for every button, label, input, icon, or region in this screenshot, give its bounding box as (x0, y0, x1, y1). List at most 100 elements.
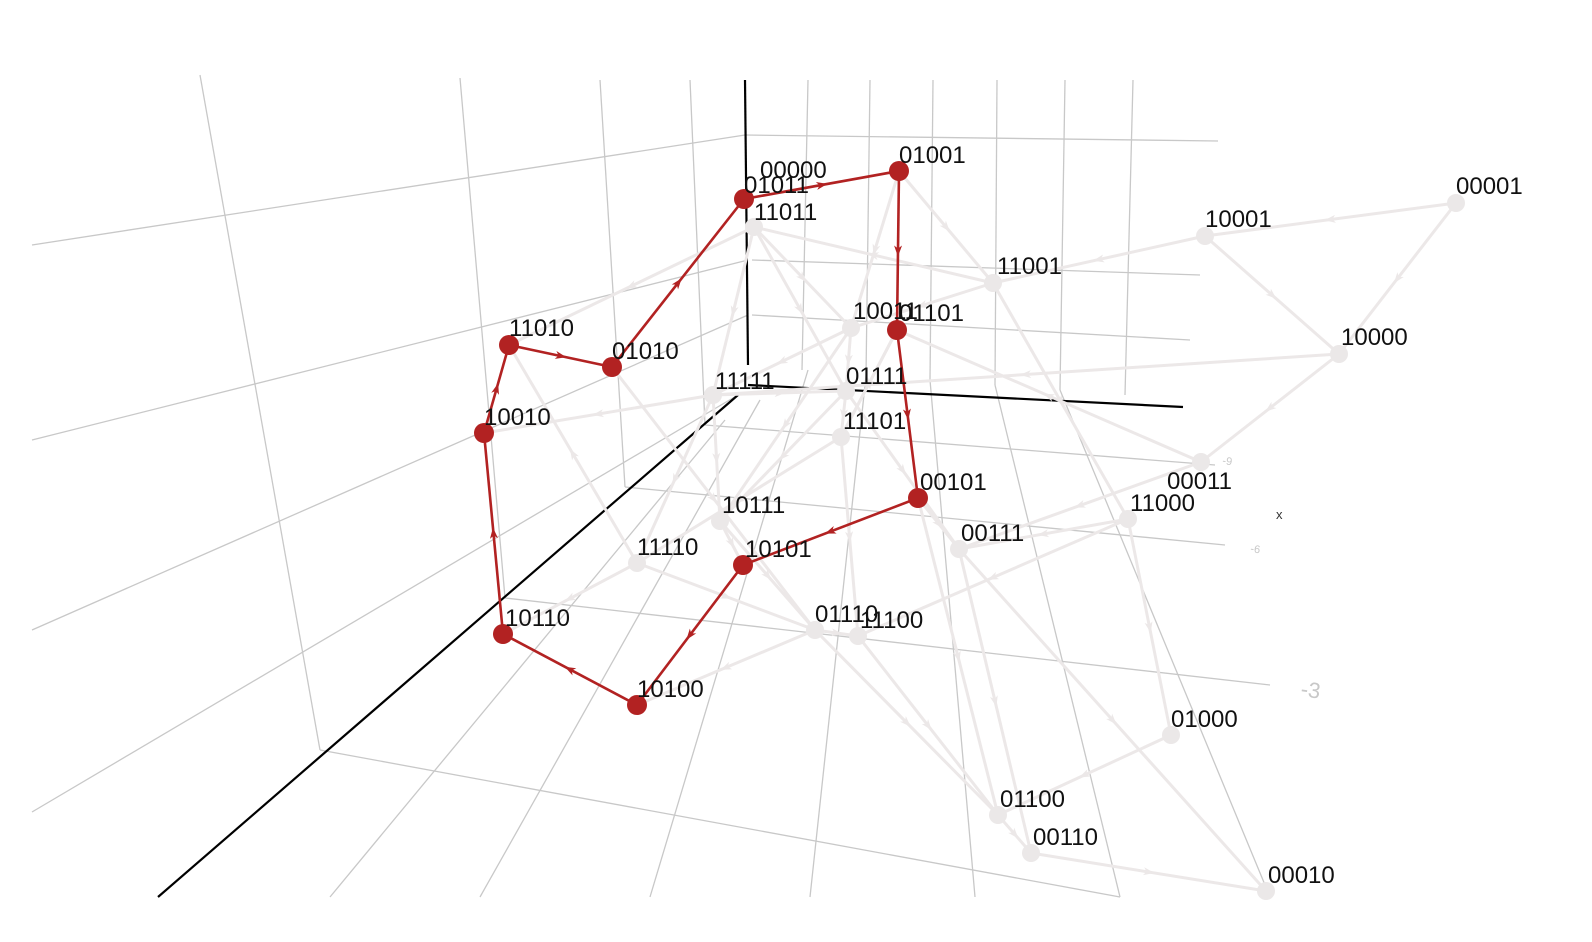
node-label: 01000 (1171, 706, 1238, 733)
node-label: 10001 (1205, 206, 1272, 233)
edge-arrow (564, 592, 577, 602)
grid-line (479, 399, 761, 898)
edge-arrow (1008, 827, 1019, 839)
edge-arrow (592, 409, 605, 418)
edge-arrow (1074, 500, 1087, 508)
path-node (474, 423, 494, 443)
node (745, 218, 763, 236)
grid-line (689, 79, 706, 426)
path-node (889, 161, 909, 181)
edge-arrow (778, 449, 790, 461)
grid-line (1059, 79, 1066, 391)
node-label: 00011 (1167, 468, 1232, 495)
grid-line (929, 79, 934, 381)
node-label: 10000 (1341, 324, 1408, 351)
node (711, 512, 729, 530)
grid-line (31, 134, 746, 246)
path-node (493, 624, 513, 644)
edge-arrow (1043, 393, 1056, 402)
grid-line (329, 419, 726, 898)
edge-arrow (1265, 288, 1277, 299)
path-node (908, 488, 928, 508)
edge-arrow (1106, 713, 1117, 725)
grid-line (751, 314, 1191, 341)
tick-label: -6 (1250, 543, 1261, 556)
axis-ticks: -3 -6 -9 x (1222, 455, 1323, 704)
grid-line (199, 74, 321, 751)
node (1162, 726, 1180, 744)
edge-arrow (554, 351, 567, 359)
path-node (887, 320, 907, 340)
tick-label: -9 (1222, 455, 1233, 468)
grid-line (459, 77, 506, 599)
node-label: 11100 (860, 607, 923, 634)
edge-arrow (939, 220, 950, 232)
node-label: 11010 (509, 315, 574, 342)
node (832, 428, 850, 446)
grid-line (319, 749, 1121, 898)
node (984, 274, 1002, 292)
edge-arrow (761, 569, 772, 581)
node (1196, 227, 1214, 245)
node (1022, 844, 1040, 862)
grid-line (994, 384, 1121, 898)
edge-arrow (844, 354, 853, 366)
path-node (734, 189, 754, 209)
node (1257, 882, 1275, 900)
node-label: 00001 (1456, 173, 1523, 200)
edge-arrow (845, 531, 854, 543)
path-node (499, 335, 519, 355)
node-label: 10010 (484, 404, 551, 431)
node-label: 00101 (920, 469, 987, 496)
node-label: 00110 (1033, 824, 1098, 851)
edge-arrow (733, 493, 746, 504)
edge-arrow (1144, 621, 1153, 633)
grid-line (809, 375, 867, 898)
edge-arrow (830, 628, 843, 637)
node (950, 540, 968, 558)
grid-line (624, 486, 1226, 546)
node-label: 01011 (744, 172, 809, 199)
edge-arrow (1265, 401, 1277, 412)
node-label: 11111 (715, 368, 775, 395)
path-edges (482, 169, 920, 707)
node (806, 621, 824, 639)
edge-arrow (774, 389, 786, 398)
nodes (474, 161, 1465, 900)
edge-arrow (671, 278, 682, 290)
tick-label: -3 (1299, 676, 1322, 703)
node-label: 10111 (722, 492, 785, 519)
edge-arrow (564, 666, 577, 676)
edge-arrow (569, 448, 579, 461)
node-label: 11101 (843, 408, 906, 435)
node-label: 01110 (815, 601, 878, 628)
node (1192, 453, 1210, 471)
grid-line (751, 259, 1201, 276)
edge-arrow (824, 525, 837, 534)
node (628, 554, 646, 572)
grid-line (744, 134, 1219, 142)
edge-arrow (987, 571, 1000, 580)
node-label: 11001 (997, 253, 1062, 280)
edge-arrow (1324, 214, 1336, 223)
edge-arrow (782, 418, 792, 430)
node-label: 11011 (754, 199, 817, 226)
edge-arrow (1020, 370, 1032, 379)
edge-arrow (1393, 272, 1404, 284)
node-label: 00000 (760, 157, 827, 184)
node-label: 01111 (846, 363, 907, 390)
node-label: 00010 (1268, 862, 1335, 889)
edge-arrow (921, 719, 932, 731)
edge-arrow (902, 408, 911, 420)
node (1447, 194, 1465, 212)
edge-arrow (720, 661, 733, 670)
node-label: 10100 (637, 676, 704, 703)
edge-arrow (725, 536, 735, 549)
edge-arrow (840, 408, 849, 420)
edge-arrow (672, 472, 681, 485)
node-label: 01100 (1000, 786, 1065, 813)
grid-line (865, 79, 871, 377)
grid-lines (31, 74, 1271, 898)
grid-line (801, 79, 809, 371)
grid-line (31, 314, 749, 631)
